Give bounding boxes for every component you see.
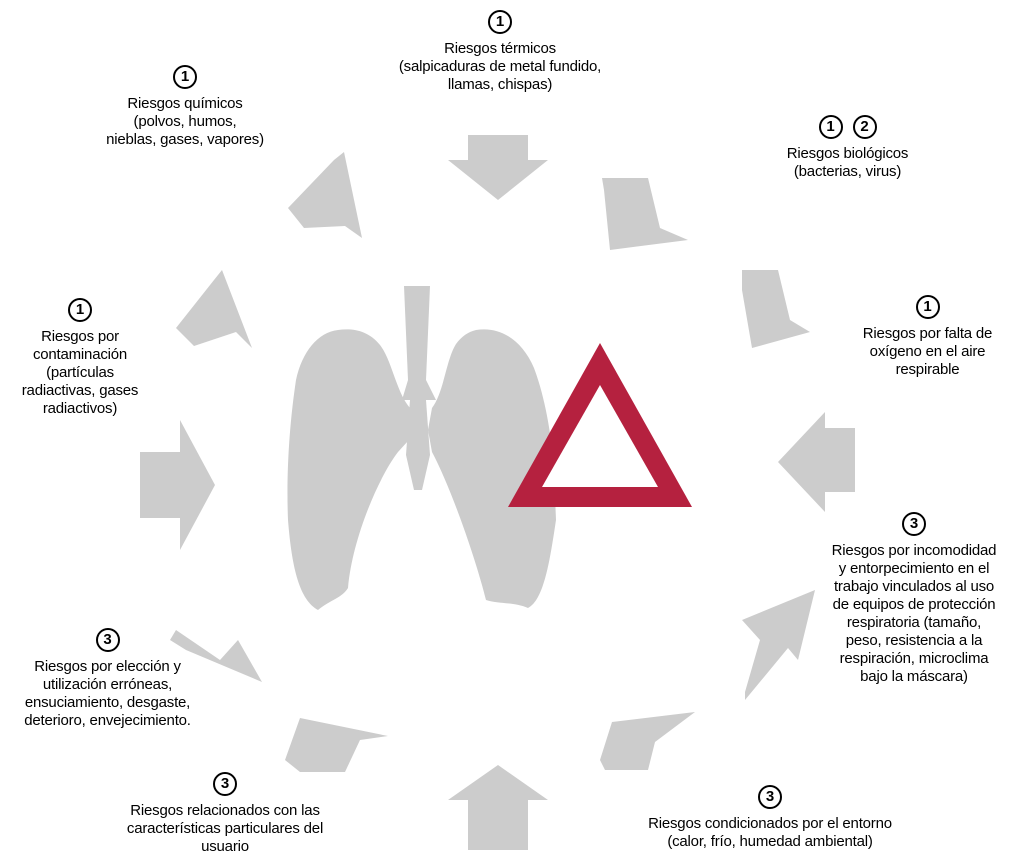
risk-badges: 3 xyxy=(0,628,215,652)
number-badge: 1 xyxy=(488,10,512,34)
risk-badges: 3 xyxy=(100,772,350,796)
arrow-bottom xyxy=(448,765,548,850)
risk-user-characteristics: 3 Riesgos relacionados con las caracterí… xyxy=(100,772,350,856)
number-badge: 1 xyxy=(68,298,92,322)
number-badge: 2 xyxy=(852,115,877,139)
risk-text: Riesgos por elección y utilización errón… xyxy=(24,658,191,729)
arrow-right-upper xyxy=(742,270,810,348)
number-badge: 1 xyxy=(915,295,940,319)
warning-triangle-icon xyxy=(508,343,692,507)
number-badge: 1 xyxy=(173,65,197,89)
risk-environment: 3 Riesgos condicionados por el entorno (… xyxy=(620,785,920,851)
risk-oxygen-deficiency: 1 Riesgos por falta de oxígeno en el air… xyxy=(840,295,1015,379)
risk-badges: 1 xyxy=(370,10,630,34)
risk-thermal: 1 Riesgos térmicos (salpicaduras de meta… xyxy=(370,10,630,94)
arrow-left xyxy=(140,420,215,550)
risk-discomfort: 3 Riesgos por incomodidad y entorpecimie… xyxy=(810,512,1018,686)
arrow-left-upper xyxy=(176,270,252,348)
risk-text: Riesgos condicionados por el entorno (ca… xyxy=(648,815,892,850)
number-badge: 3 xyxy=(213,772,237,796)
arrow-bottom-left xyxy=(285,718,388,772)
risk-badges: 3 xyxy=(620,785,920,809)
arrow-right xyxy=(778,412,855,512)
risk-badges: 1 xyxy=(840,295,1015,319)
number-badge: 3 xyxy=(902,512,926,536)
arrow-right-lower xyxy=(742,590,815,700)
number-badge: 1 xyxy=(818,115,843,139)
risk-text: Riesgos térmicos (salpicaduras de metal … xyxy=(398,40,602,93)
risk-badges: 1 2 xyxy=(760,115,935,139)
risk-text: Riesgos por falta de oxígeno en el aire … xyxy=(862,325,993,378)
risk-badges: 1 xyxy=(10,298,150,322)
arrows-group xyxy=(140,135,855,850)
risk-text: Riesgos por incomodidad y entorpecimient… xyxy=(831,542,997,685)
risk-badges: 1 xyxy=(85,65,285,89)
arrow-bottom-right xyxy=(600,712,695,770)
risk-chemical: 1 Riesgos químicos (polvos, humos, niebl… xyxy=(85,65,285,149)
risk-radioactive: 1 Riesgos por contaminación (partículas … xyxy=(10,298,150,418)
arrow-top-right xyxy=(602,178,688,250)
risk-badges: 3 xyxy=(810,512,1018,536)
number-badge: 3 xyxy=(95,628,120,652)
risk-biological: 1 2 Riesgos biológicos (bacterias, virus… xyxy=(760,115,935,181)
risk-text: Riesgos relacionados con las característ… xyxy=(126,802,324,855)
risk-misuse: 3 Riesgos por elección y utilización err… xyxy=(0,628,215,730)
risk-text: Riesgos biológicos (bacterias, virus) xyxy=(786,145,909,180)
risk-text: Riesgos químicos (polvos, humos, nieblas… xyxy=(106,95,264,148)
arrow-left-lower xyxy=(170,630,262,682)
arrow-top xyxy=(448,135,548,200)
risk-text: Riesgos por contaminación (partículas ra… xyxy=(21,328,139,417)
lungs-icon xyxy=(287,286,556,610)
number-badge: 3 xyxy=(758,785,782,809)
arrow-top-left xyxy=(288,152,362,238)
